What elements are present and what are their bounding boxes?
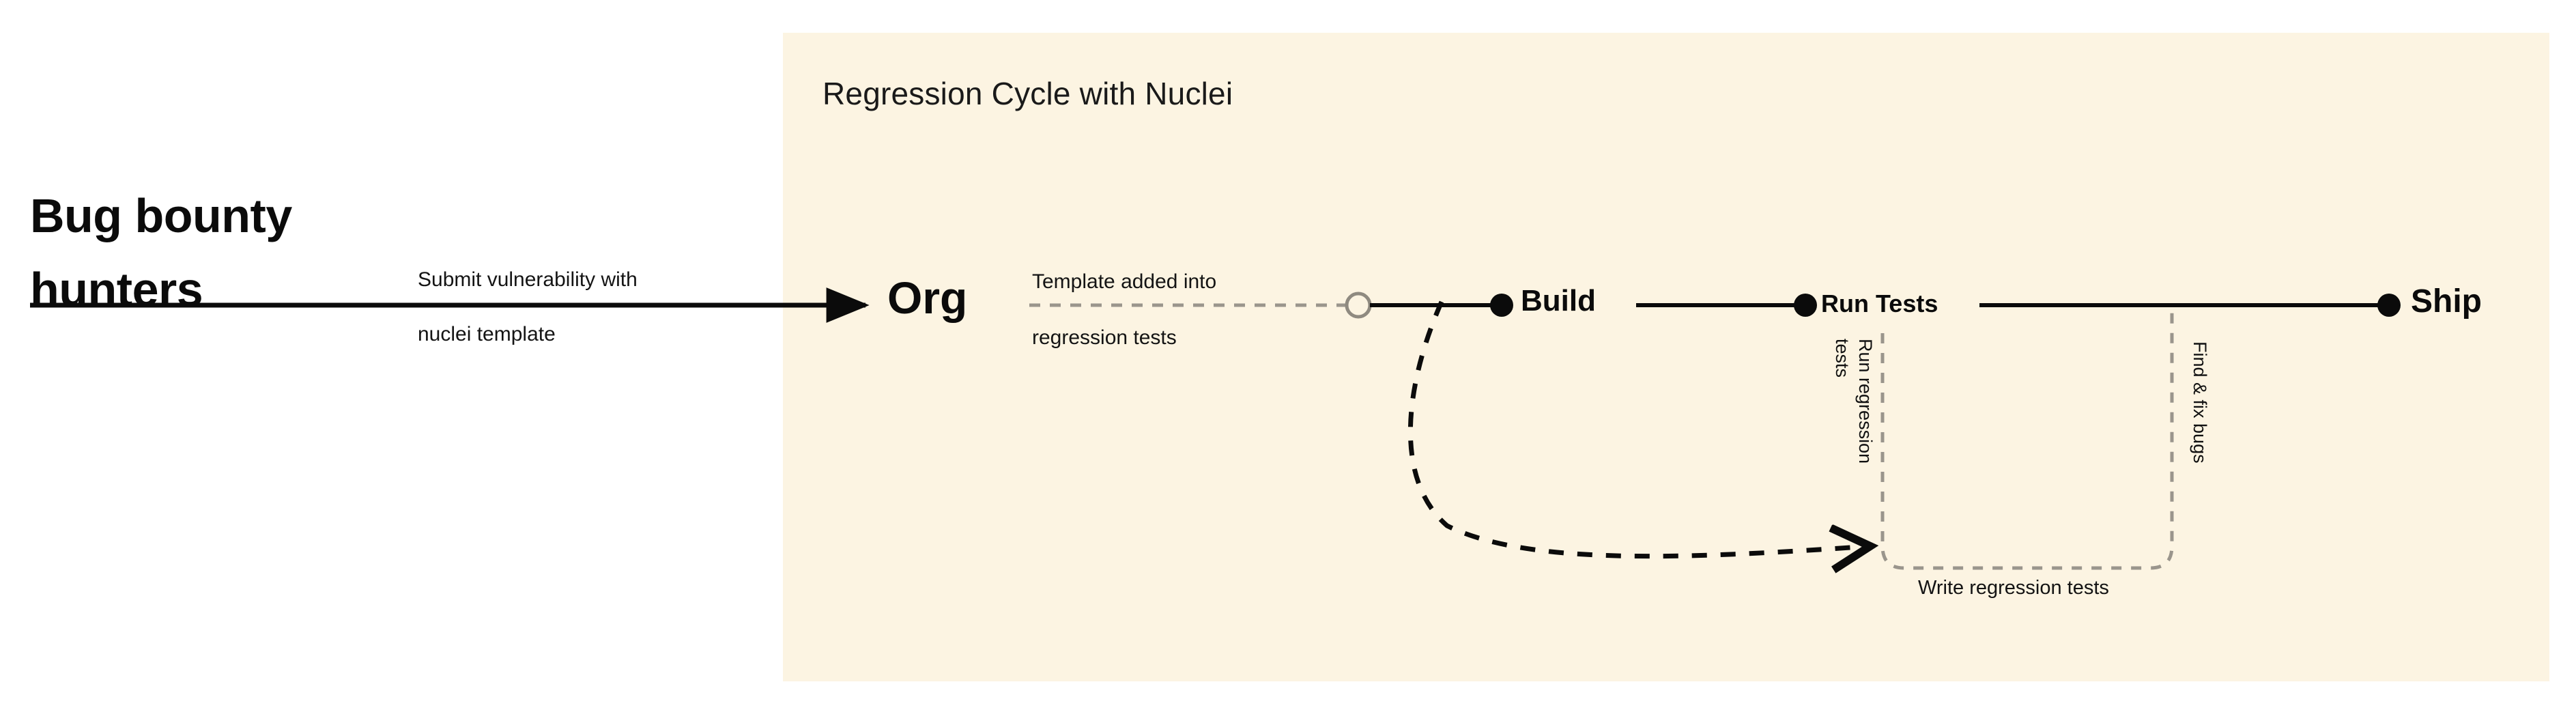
panel-title: Regression Cycle with Nuclei [822,76,1233,111]
edge-feedback-loop-dashed [1408,300,1870,556]
submit-label-line-1: Submit vulnerability with [418,268,638,291]
node-dot-run-tests[interactable] [1794,294,1817,317]
node-label-ship: Ship [2411,283,2482,320]
template-label-line-1: Template added into [1032,270,1217,293]
node-label-build: Build [1521,284,1596,317]
write-regression-tests-caption: Write regression tests [1918,577,2109,599]
template-added-edge-label: Template added into regression tests [1032,254,1360,366]
regression-cycle-panel [783,33,2549,681]
write-regression-tests-bracket [1880,307,2174,570]
run-regression-tests-label: Run regression tests [1832,339,1876,464]
node-label-run-tests: Run Tests [1821,289,1938,317]
node-label-org: Org [887,272,968,323]
joint-ring-icon [1345,292,1372,319]
submit-label-line-2: nuclei template [418,323,556,345]
node-dot-build[interactable] [1490,294,1513,317]
actor-line-1: Bug bounty [30,189,292,242]
node-dot-ship[interactable] [2377,294,2401,317]
find-and-fix-bugs-label: Find & fix bugs [2190,341,2210,464]
template-label-line-2: regression tests [1032,326,1177,349]
submit-vulnerability-edge-label: Submit vulnerability with nuclei templat… [418,253,773,362]
